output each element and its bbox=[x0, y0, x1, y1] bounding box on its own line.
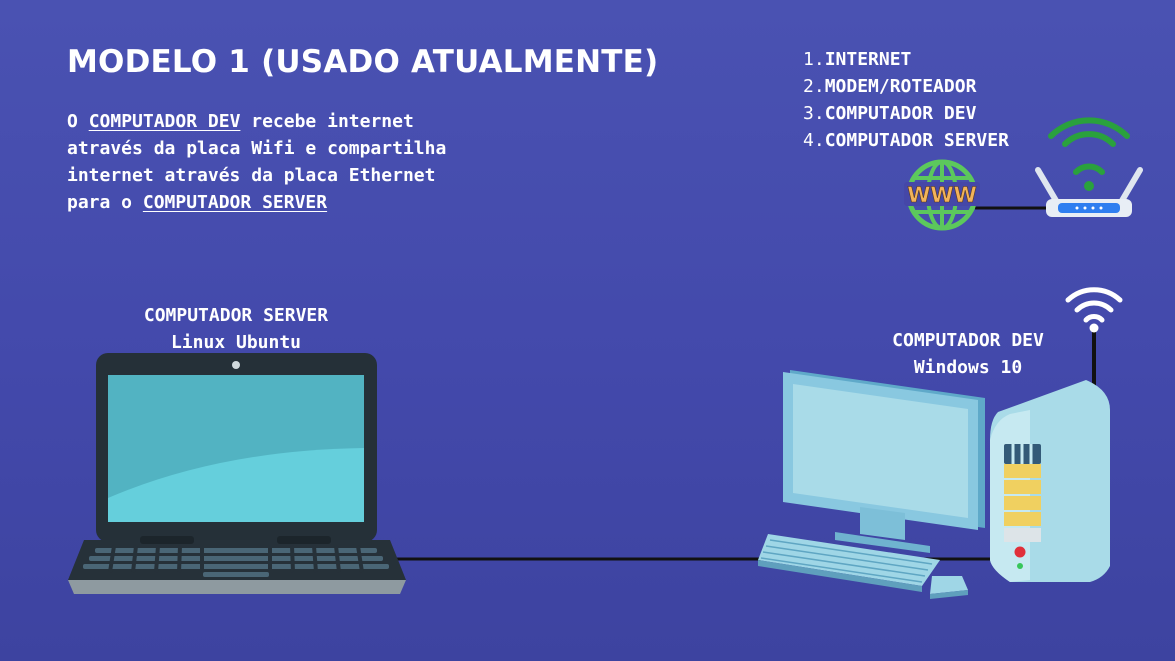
mouse-icon bbox=[930, 576, 968, 599]
globe-icon: WWW bbox=[904, 159, 980, 231]
legend-list: 1.INTERNET 2.MODEM/ROTEADOR 3.COMPUTADOR… bbox=[803, 46, 1009, 154]
description-link-dev: COMPUTADOR DEV bbox=[88, 111, 241, 132]
legend-item-number: 4. bbox=[803, 130, 825, 151]
legend-item-number: 2. bbox=[803, 76, 825, 97]
description-text: O bbox=[67, 111, 89, 132]
legend-item: 1.INTERNET bbox=[803, 46, 1009, 73]
dev-caption: COMPUTADOR DEV Windows 10 bbox=[855, 327, 1081, 381]
legend-item-label: INTERNET bbox=[824, 49, 912, 70]
description-text: recebe internet através da placa Wifi e … bbox=[67, 111, 447, 213]
description: O COMPUTADOR DEV recebe internet através… bbox=[67, 108, 467, 216]
legend-item-label: COMPUTADOR DEV bbox=[824, 103, 977, 124]
server-caption: COMPUTADOR SERVER Linux Ubuntu bbox=[106, 302, 366, 356]
laptop-icon bbox=[68, 353, 406, 594]
legend-item: 2.MODEM/ROTEADOR bbox=[803, 73, 1009, 100]
router-icon bbox=[1035, 117, 1143, 217]
page-title: MODELO 1 (USADO ATUALMENTE) bbox=[67, 44, 659, 80]
description-link-server: COMPUTADOR SERVER bbox=[142, 192, 328, 213]
legend-item: 4.COMPUTADOR SERVER bbox=[803, 127, 1009, 154]
dev-name: COMPUTADOR DEV bbox=[892, 330, 1044, 351]
pc-tower-icon bbox=[990, 380, 1110, 582]
dev-os: Windows 10 bbox=[913, 357, 1023, 378]
wifi-icon bbox=[1065, 287, 1123, 333]
legend-item-label: COMPUTADOR SERVER bbox=[824, 130, 1009, 151]
legend-item-number: 1. bbox=[803, 49, 825, 70]
server-name: COMPUTADOR SERVER bbox=[143, 305, 329, 326]
globe-label: WWW bbox=[907, 183, 977, 207]
desktop-monitor-icon bbox=[783, 370, 985, 553]
legend-item-number: 3. bbox=[803, 103, 825, 124]
keyboard-icon bbox=[758, 534, 940, 592]
legend-item: 3.COMPUTADOR DEV bbox=[803, 100, 1009, 127]
server-os: Linux Ubuntu bbox=[170, 332, 302, 353]
legend-item-label: MODEM/ROTEADOR bbox=[824, 76, 977, 97]
